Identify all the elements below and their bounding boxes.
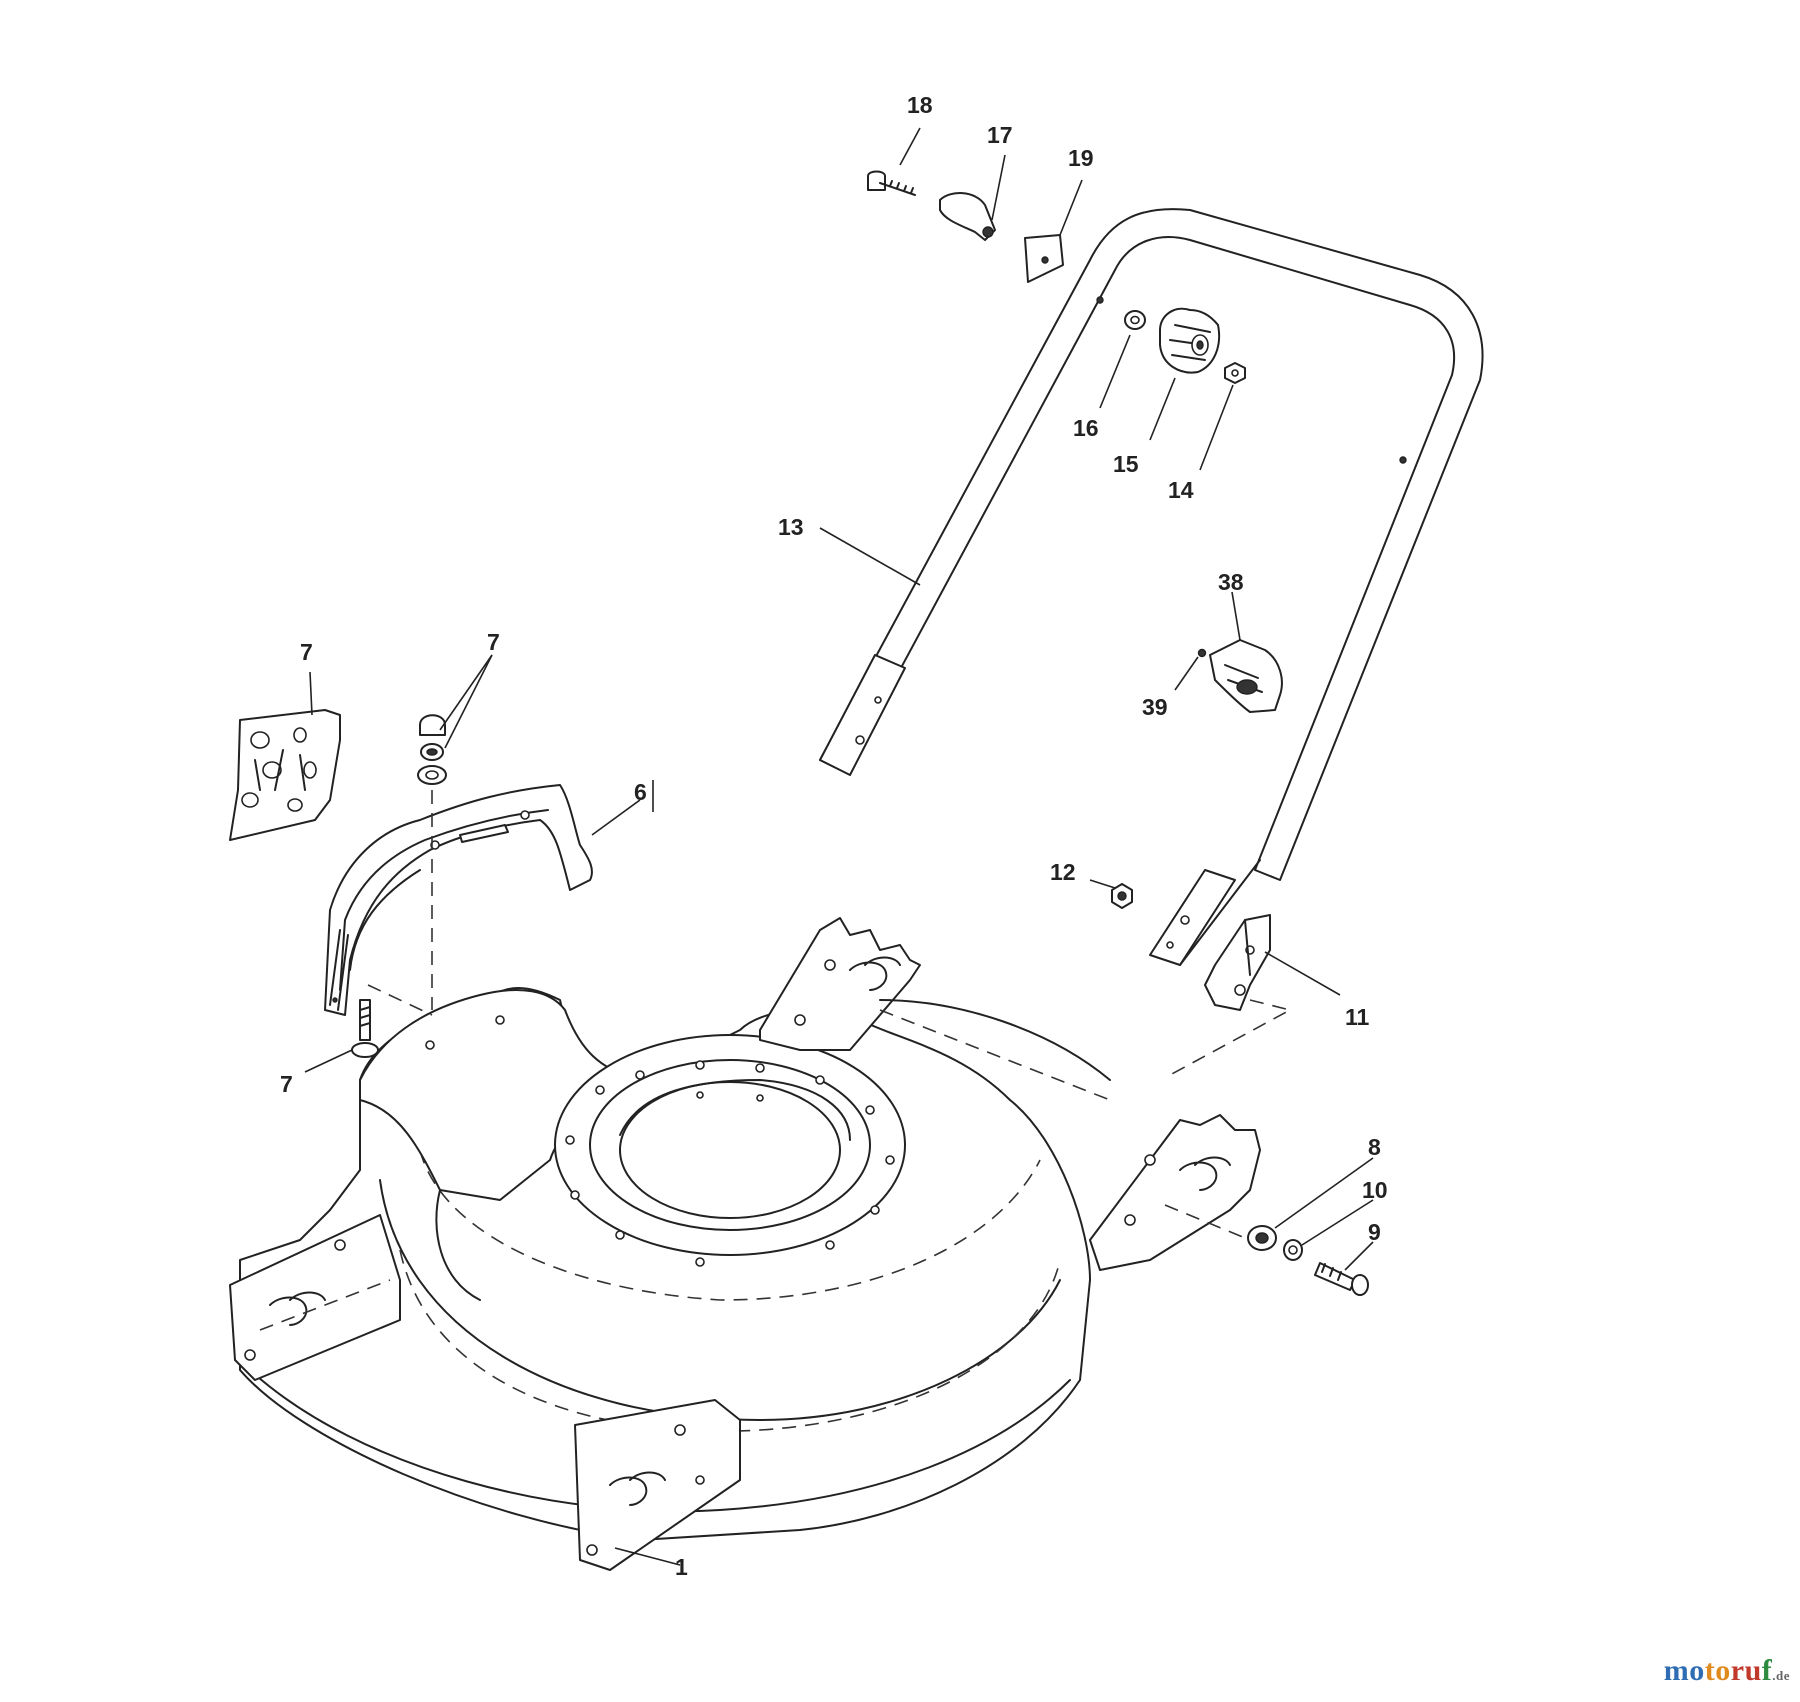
handle-bracket-11 (1204, 914, 1271, 1011)
washer-16 (1124, 310, 1146, 330)
callout-10: 10 (1362, 1177, 1388, 1203)
watermark-logo: motoruf.de (1664, 1654, 1790, 1688)
callout-labels: 1 6 7 7 7 8 9 10 11 12 13 14 15 16 17 18… (280, 92, 1388, 1580)
lock-nut-14 (1224, 362, 1246, 384)
assembly-lines (367, 790, 1293, 1241)
spacer-block (1024, 234, 1064, 283)
watermark-part-4: f (1761, 1654, 1773, 1687)
watermark-part-1: mo (1663, 1654, 1705, 1687)
watermark-part-2: to (1704, 1654, 1731, 1687)
callout-6: 6 (634, 779, 647, 805)
bolt-9 (1314, 1262, 1369, 1296)
callout-11: 11 (1345, 1004, 1370, 1030)
screw-39 (1197, 648, 1207, 658)
callout-17: 17 (987, 122, 1013, 148)
cable-clip (939, 192, 996, 241)
callout-7-screw: 7 (280, 1071, 293, 1097)
cap-nut-7 (419, 714, 446, 736)
callout-18: 18 (907, 92, 933, 118)
watermark-suffix: .de (1772, 1668, 1790, 1683)
callout-8: 8 (1368, 1134, 1381, 1160)
flange-nut-8 (1247, 1225, 1277, 1251)
callout-12: 12 (1050, 859, 1076, 885)
rear-flap (324, 784, 593, 1016)
lock-nut-12 (1111, 883, 1133, 909)
handle-bar (819, 208, 1484, 966)
rear-left-height-bracket (229, 1214, 401, 1381)
mower-deck (229, 917, 1261, 1571)
rear-top-axle-bracket (759, 917, 921, 1051)
callout-7-nuts: 7 (487, 629, 500, 655)
front-height-bracket (574, 1399, 741, 1571)
callout-7-kit: 7 (300, 639, 313, 665)
callout-39: 39 (1142, 694, 1168, 720)
fastener-kit-bag (229, 709, 341, 841)
callout-19: 19 (1068, 145, 1094, 171)
washer-10 (1283, 1239, 1303, 1261)
callout-15: 15 (1113, 451, 1139, 477)
right-axle-bracket (1089, 1114, 1261, 1271)
handle-knob (1159, 307, 1220, 374)
callout-16: 16 (1073, 415, 1099, 441)
callout-13: 13 (778, 514, 804, 540)
cable-guide (1209, 639, 1283, 713)
screw-7 (351, 999, 379, 1058)
nut-7 (420, 743, 444, 761)
watermark-part-3: ru (1730, 1654, 1762, 1687)
callout-14: 14 (1168, 477, 1194, 503)
callout-9: 9 (1368, 1219, 1381, 1245)
callout-38: 38 (1218, 569, 1244, 595)
carriage-bolt (867, 170, 916, 196)
callout-leaders (304, 127, 1374, 1566)
motor-mount-holes (565, 1060, 895, 1267)
callout-1: 1 (675, 1554, 688, 1580)
washer-7 (417, 765, 447, 785)
